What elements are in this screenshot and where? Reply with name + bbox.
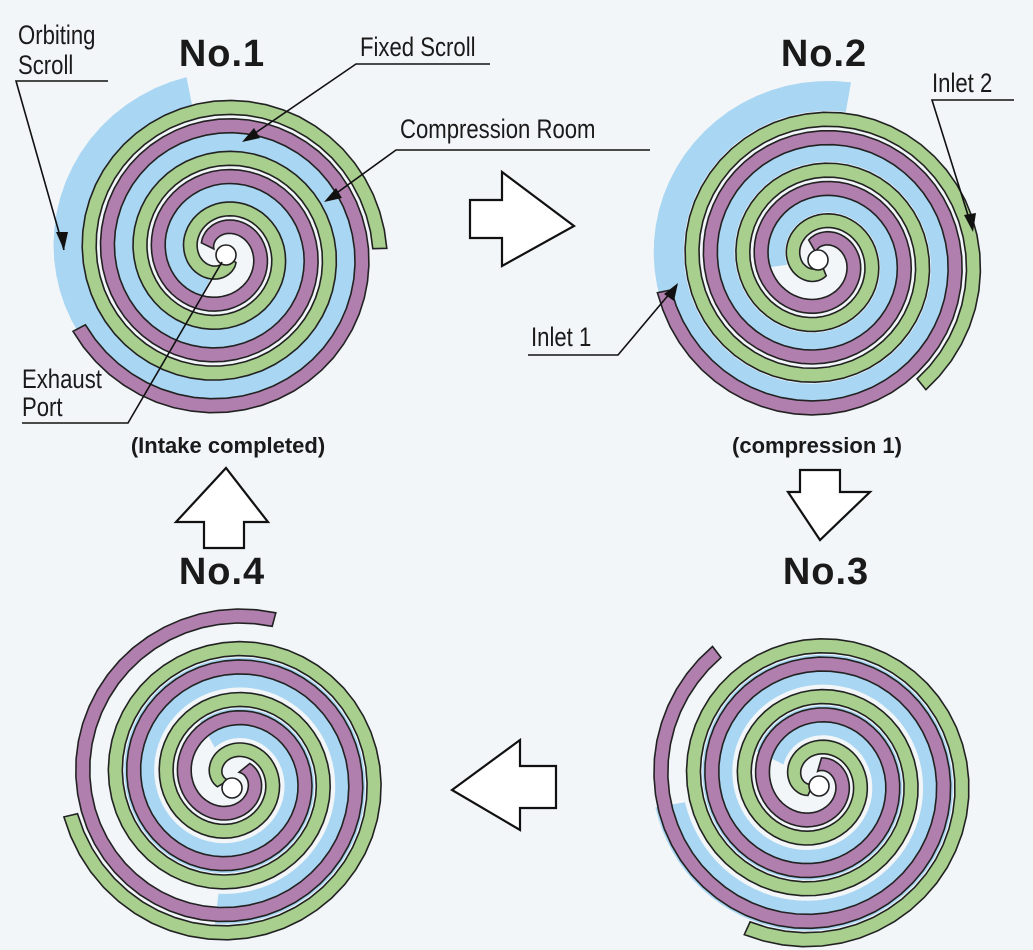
orbiting-scroll-wrap — [653, 645, 952, 930]
callout-exhaust-port-line2: Port — [22, 393, 63, 423]
orbiting-scroll-wrap — [71, 117, 370, 414]
scroll-stage-3 — [653, 637, 970, 948]
exhaust-port — [807, 249, 829, 271]
inlet-1-leader-line — [528, 285, 677, 356]
scroll-stage-4 — [62, 608, 382, 941]
callout-inlet-1: Inlet 1 — [528, 283, 678, 356]
callout-exhaust-port: Exhaust Port — [22, 261, 223, 424]
fixed-scroll-leader-arrowhead — [242, 128, 260, 142]
callout-compression-room: Compression Room — [324, 115, 650, 202]
stage-title-1: No.1 — [179, 33, 265, 75]
cycle-arrow-left — [450, 737, 558, 832]
stage-title-4: No.4 — [179, 551, 265, 593]
caption-compression-1: (compression 1) — [732, 433, 902, 458]
compression-room-leader-line — [326, 149, 650, 201]
callout-exhaust-port-line1: Exhaust — [22, 365, 102, 395]
compression-room-leader-arrowhead — [324, 188, 342, 202]
exhaust-port — [215, 244, 237, 266]
callout-orbiting-scroll-line2: Scroll — [18, 51, 73, 81]
inlet-2-leader-arrowhead — [964, 213, 976, 232]
fixed-scroll-leader-line — [244, 63, 490, 141]
fixed-scroll-wrap — [62, 640, 382, 941]
callout-fixed-scroll-label: Fixed Scroll — [360, 33, 476, 63]
callout-inlet-1-label: Inlet 1 — [531, 323, 591, 353]
inlet-1-leader-arrowhead — [664, 283, 678, 301]
cycle-arrow-up — [173, 466, 271, 550]
scroll-stage-1 — [53, 77, 388, 414]
orbiting-scroll-wrap — [75, 608, 364, 923]
callout-orbiting-scroll: Orbiting Scroll — [14, 21, 108, 251]
stage-title-2: No.2 — [781, 33, 867, 75]
callout-compression-room-label: Compression Room — [400, 115, 595, 145]
fixed-scroll-wrap — [684, 111, 982, 391]
cycle-arrow-right — [468, 169, 577, 268]
orbiting-scroll-leader-arrowhead — [56, 232, 68, 250]
exhaust-port — [221, 777, 243, 799]
inlet-2-leader-line — [930, 99, 1014, 229]
stage-title-3: No.3 — [783, 551, 869, 593]
callout-orbiting-scroll-line1: Orbiting — [18, 21, 95, 51]
callout-inlet-2: Inlet 2 — [930, 69, 1014, 232]
exhaust-port — [808, 775, 830, 797]
exhaust-port-leader-line — [22, 261, 223, 424]
fixed-scroll-wrap — [81, 99, 388, 381]
callout-fixed-scroll: Fixed Scroll — [242, 33, 490, 142]
callout-inlet-2-label: Inlet 2 — [932, 69, 992, 99]
cycle-arrow-down — [785, 468, 873, 542]
scroll-stage-2 — [653, 81, 982, 416]
orbiting-scroll-leader-line — [14, 80, 108, 251]
caption-intake-completed: (Intake completed) — [131, 433, 325, 458]
fixed-scroll-wrap — [685, 637, 970, 948]
